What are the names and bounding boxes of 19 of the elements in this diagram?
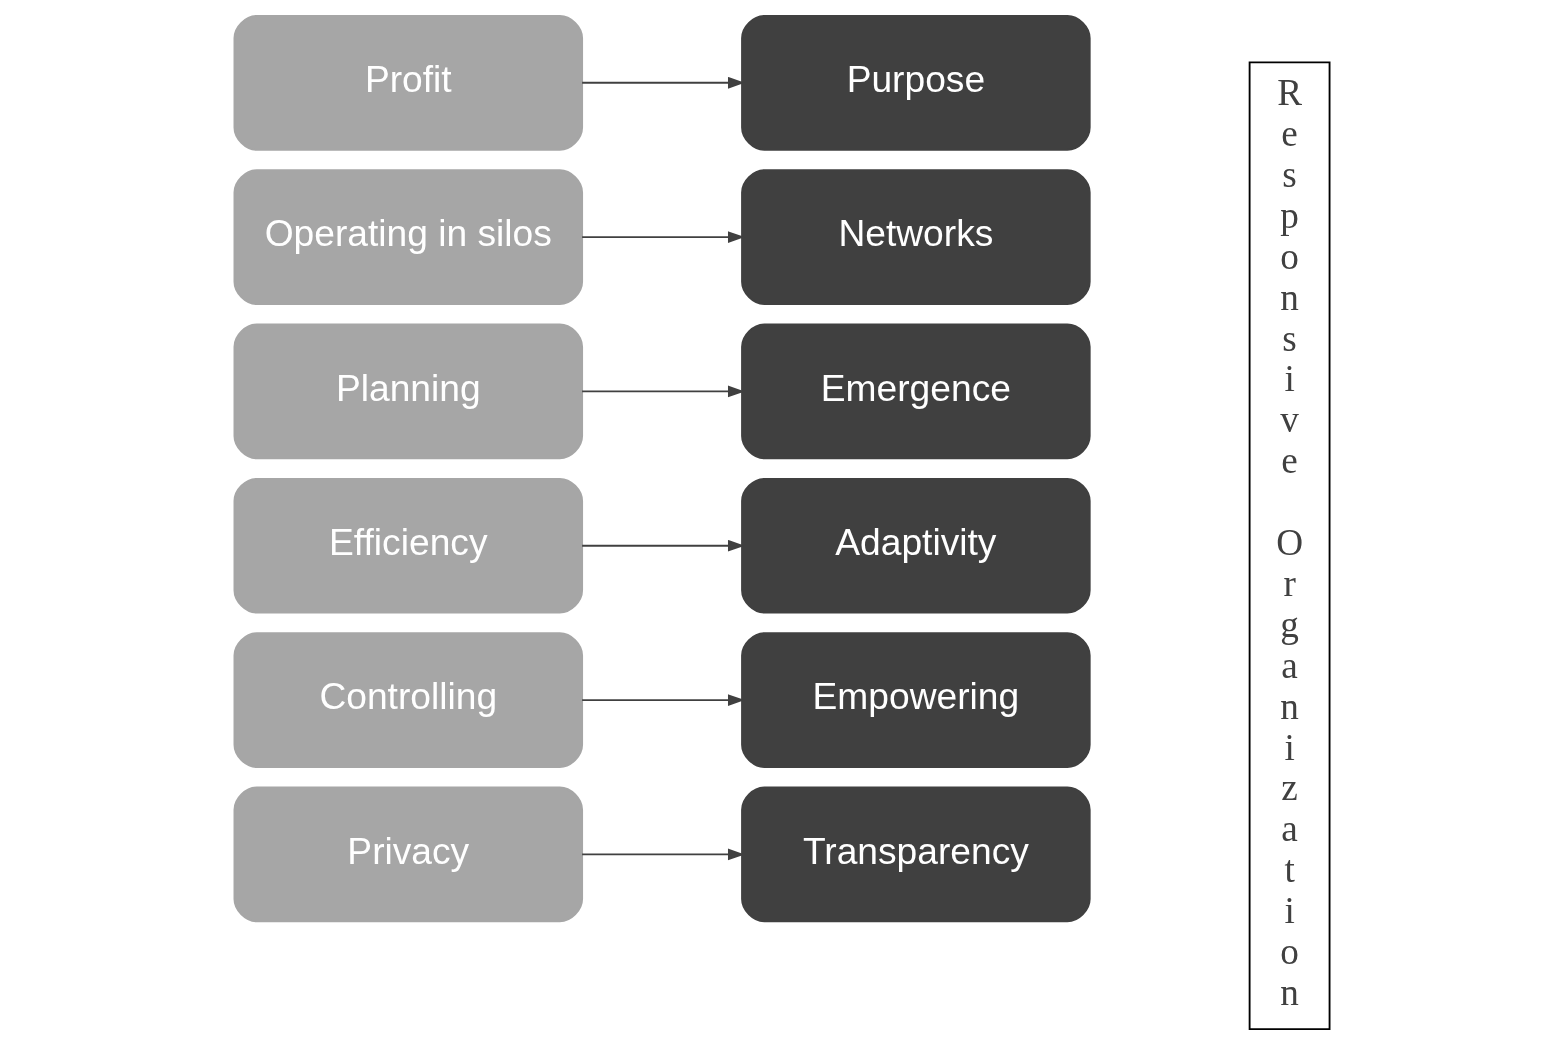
- node-box: Privacy: [233, 786, 583, 923]
- node-box: Controlling: [233, 632, 583, 768]
- arrow: [580, 694, 745, 706]
- node-box: Profit: [233, 14, 583, 151]
- node-box: Efficiency: [233, 477, 583, 614]
- node-box: Planning: [233, 323, 583, 460]
- node-box: Purpose: [740, 14, 1091, 151]
- arrow: [580, 385, 745, 398]
- arrow: [580, 76, 745, 89]
- node-box: Responsive Organization: [1248, 61, 1330, 1031]
- node-box: Empowering: [740, 632, 1091, 768]
- arrow: [580, 231, 745, 243]
- arrow: [580, 848, 745, 861]
- node-box: Transparency: [740, 786, 1091, 923]
- node-box: Operating in silos: [233, 169, 583, 305]
- node-box: Emergence: [740, 323, 1091, 460]
- node-box: Adaptivity: [740, 477, 1091, 614]
- arrow: [580, 539, 745, 552]
- node-box: Networks: [740, 169, 1091, 305]
